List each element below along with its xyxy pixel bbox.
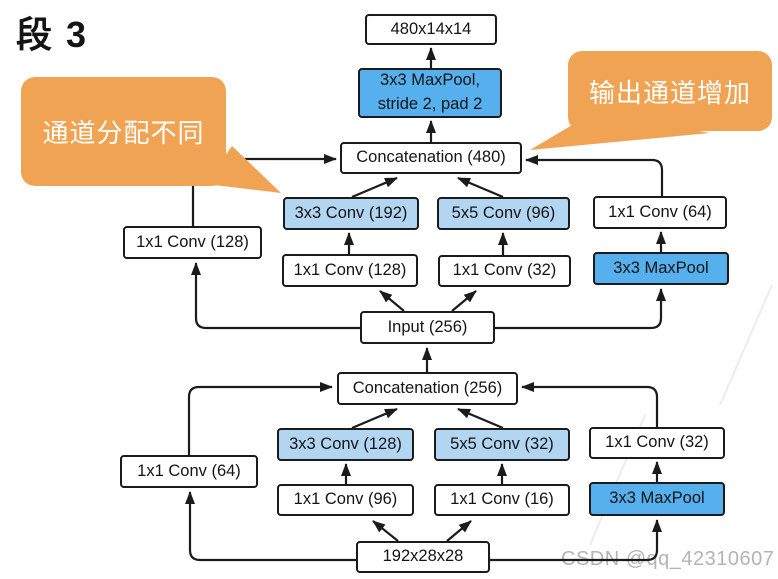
callout-right-bubble: 输出通道增加 [568, 51, 772, 131]
maxpool-stride-line2: stride 2, pad 2 [377, 95, 483, 113]
node-conv1x1-128-mid: 1x1 Conv (128) [282, 254, 418, 287]
node-conv1x1-64-right: 1x1 Conv (64) [593, 196, 727, 229]
node-maxpool-upper: 3x3 MaxPool [593, 252, 729, 285]
node-output-shape: 480x14x14 [365, 14, 497, 45]
node-conv1x1-96-mid: 1x1 Conv (96) [277, 484, 414, 516]
node-conv3x3-128: 3x3 Conv (128) [277, 428, 414, 461]
node-conv1x1-32-mid: 1x1 Conv (32) [438, 255, 571, 287]
node-maxpool-lower: 3x3 MaxPool [589, 482, 725, 516]
callout-right-text: 输出通道增加 [588, 77, 751, 108]
csdn-watermark: CSDN @qq_42310607 [561, 548, 775, 570]
node-concatenation-256: Concatenation (256) [337, 372, 518, 405]
node-conv1x1-128-left: 1x1 Conv (128) [123, 226, 262, 259]
node-conv5x5-96: 5x5 Conv (96) [437, 197, 570, 230]
callout-left-text: 通道分配不同 [42, 118, 205, 148]
node-conv1x1-64-left: 1x1 Conv (64) [120, 455, 258, 488]
callout-left-bubble: 通道分配不同 [21, 77, 226, 186]
node-maxpool-stride2: 3x3 MaxPool, stride 2, pad 2 [358, 68, 502, 118]
maxpool-stride-line1: 3x3 MaxPool, [380, 71, 480, 90]
node-conv1x1-16-mid: 1x1 Conv (16) [434, 484, 570, 516]
node-conv5x5-32: 5x5 Conv (32) [434, 428, 570, 461]
node-input-256: Input (256) [360, 311, 495, 344]
page-title: 段 3 [16, 14, 89, 55]
node-conv1x1-32-right: 1x1 Conv (32) [589, 427, 725, 459]
node-conv3x3-192: 3x3 Conv (192) [283, 197, 419, 230]
node-concatenation-480: Concatenation (480) [340, 142, 522, 174]
node-input-shape: 192x28x28 [356, 541, 490, 573]
